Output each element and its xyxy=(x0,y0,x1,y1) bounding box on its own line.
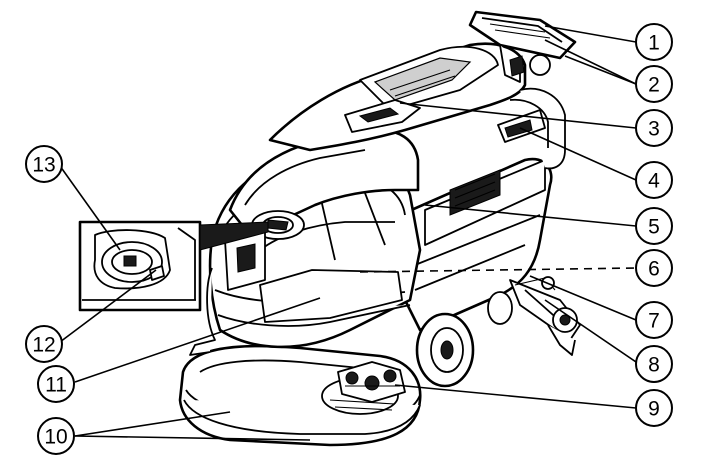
front-bumper-hook xyxy=(189,267,216,356)
callout-11: 11 xyxy=(37,365,75,403)
deck-drive xyxy=(337,361,406,403)
svg-text:6: 6 xyxy=(648,258,660,281)
svg-text:12: 12 xyxy=(32,334,55,357)
callout-10: 10 xyxy=(37,417,75,455)
inset-switch xyxy=(123,255,137,267)
callout-5: 5 xyxy=(635,207,673,245)
machine-illustration xyxy=(178,10,581,447)
callout-1: 1 xyxy=(635,23,673,61)
top-hood xyxy=(268,42,566,170)
leader-lines xyxy=(59,25,637,441)
svg-text:4: 4 xyxy=(648,170,660,193)
callout-7: 7 xyxy=(635,301,673,339)
svg-text:7: 7 xyxy=(648,310,660,333)
callout-3: 3 xyxy=(635,109,673,147)
svg-text:13: 13 xyxy=(32,154,55,177)
callout-2: 2 xyxy=(635,65,673,103)
svg-text:8: 8 xyxy=(648,354,660,377)
inset-pointer xyxy=(199,221,269,251)
callout-8: 8 xyxy=(635,345,673,383)
callout-13: 13 xyxy=(25,145,63,183)
svg-text:2: 2 xyxy=(648,74,660,97)
svg-text:9: 9 xyxy=(648,398,660,421)
svg-text:11: 11 xyxy=(45,374,67,397)
svg-text:1: 1 xyxy=(648,32,660,55)
svg-text:10: 10 xyxy=(44,426,67,449)
svg-text:5: 5 xyxy=(648,216,660,239)
callout-6: 6 xyxy=(635,249,673,287)
callout-4: 4 xyxy=(635,161,673,199)
rear-tray xyxy=(468,10,577,83)
callouts: 1 2 3 4 5 6 7 8 xyxy=(25,23,673,455)
detail-inset xyxy=(78,220,269,312)
callout-9: 9 xyxy=(635,389,673,427)
callout-12: 12 xyxy=(25,325,63,363)
svg-text:3: 3 xyxy=(648,118,660,141)
operator-console xyxy=(224,128,420,291)
rear-wheel xyxy=(415,291,513,388)
